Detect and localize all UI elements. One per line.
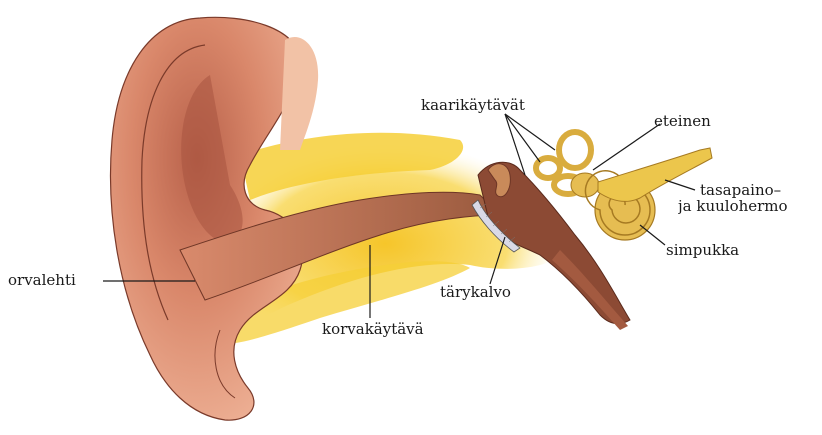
label-auricle: orvalehti [8,272,76,289]
label-eardrum: tärykalvo [440,284,511,301]
label-cochlea: simpukka [666,242,739,259]
nerve-shape [598,148,712,201]
skin-top [280,37,318,150]
label-vestibule: eteinen [654,113,711,130]
label-semicircular-canals: kaarikäytävät [421,97,525,114]
label-ear-canal: korvakäytävä [322,321,424,338]
label-nerve-line1: tasapaino– [700,182,781,199]
label-nerve-line2: ja kuulohermo [678,198,822,215]
